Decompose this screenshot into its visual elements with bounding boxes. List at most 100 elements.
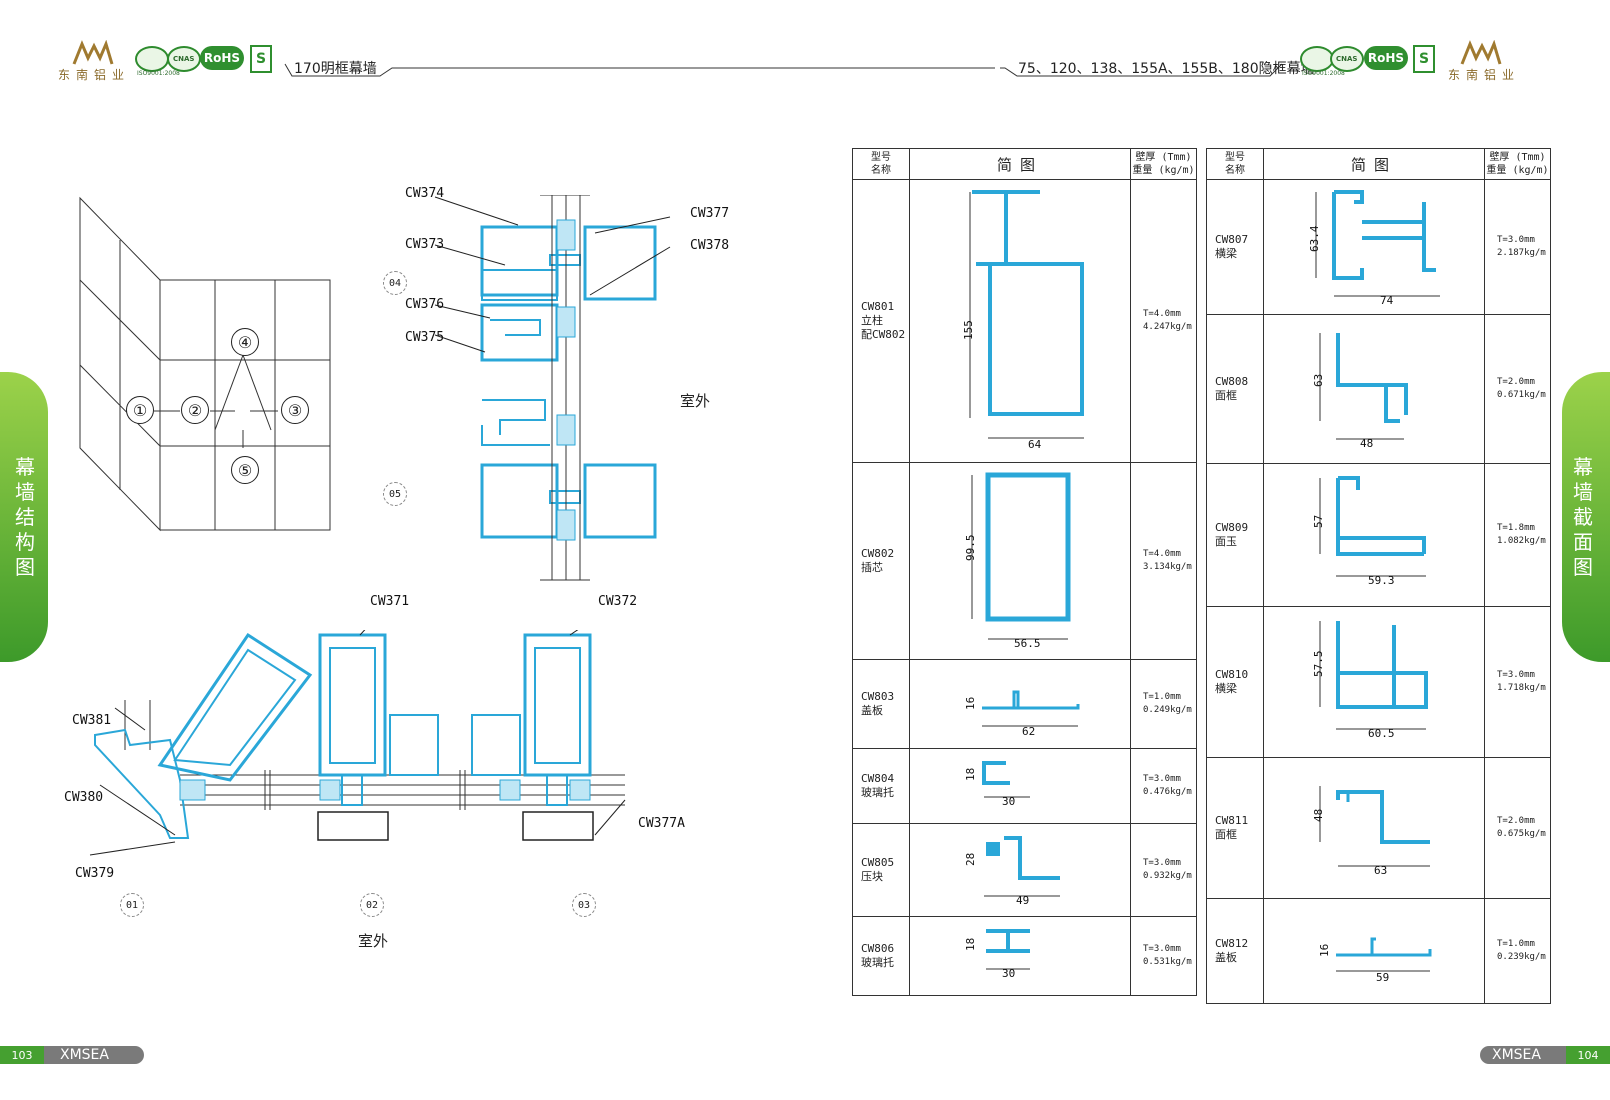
weight-cw809: 1.082kg/m bbox=[1497, 536, 1546, 546]
weight-cw801: 4.247kg/m bbox=[1143, 322, 1192, 332]
label-cw372: CW372 bbox=[598, 594, 638, 609]
name-cw805: 压块 bbox=[861, 870, 883, 883]
code-cw809: CW809 bbox=[1215, 521, 1249, 534]
right-footer-brand: XMSEA bbox=[1480, 1046, 1572, 1064]
dim-cw803-height: 16 bbox=[964, 696, 977, 710]
name-cw809: 面玉 bbox=[1215, 535, 1237, 548]
thickness-cw808: T=2.0mm bbox=[1497, 377, 1535, 387]
section-id-03: 03 bbox=[572, 893, 596, 917]
label-cw373: CW373 bbox=[405, 237, 445, 252]
label-cw375: CW375 bbox=[405, 330, 445, 345]
drawing-cw802: 99.5 56.5 bbox=[909, 462, 1131, 660]
label-cw371: CW371 bbox=[370, 594, 410, 609]
callout-1: ① bbox=[126, 396, 154, 424]
code-cw801: CW801 bbox=[861, 300, 895, 313]
rohs-badge-right: RoHS bbox=[1364, 46, 1408, 70]
dim-cw809-width: 59.3 bbox=[1368, 574, 1395, 587]
dim-cw802-height: 99.5 bbox=[964, 534, 977, 562]
dim-cw810-width: 60.5 bbox=[1368, 727, 1395, 740]
brand-name-left: 东南铝业 bbox=[58, 68, 131, 82]
callout-3: ③ bbox=[281, 396, 309, 424]
label-cw374: CW374 bbox=[405, 186, 445, 201]
dim-cw811-width: 63 bbox=[1374, 864, 1388, 877]
note-cw801: 配CW802 bbox=[861, 328, 906, 341]
thickness-cw801: T=4.0mm bbox=[1143, 309, 1181, 319]
cnas-cert-icon-right bbox=[1330, 46, 1364, 72]
outside-label-top: 室外 bbox=[680, 392, 711, 410]
name-cw807: 横梁 bbox=[1215, 247, 1237, 260]
cnas-cert-icon bbox=[167, 46, 201, 72]
dim-cw810-height: 57.5 bbox=[1312, 650, 1325, 678]
weight-cw803: 0.249kg/m bbox=[1143, 705, 1192, 715]
weight-cw805: 0.932kg/m bbox=[1143, 871, 1192, 881]
dim-cw812-height: 16 bbox=[1318, 943, 1331, 957]
code-cw808: CW808 bbox=[1215, 375, 1249, 388]
callout-5: ⑤ bbox=[231, 456, 259, 484]
drawing-cw801: 155 64 bbox=[909, 179, 1131, 463]
thickness-cw812: T=1.0mm bbox=[1497, 939, 1535, 949]
horizontal-section-diagram bbox=[89, 630, 626, 856]
table-header-row: 型号 名称 简图 壁厚 (Tmm) 重量 (kg/m) bbox=[852, 148, 1197, 180]
rohs-badge-left: RoHS bbox=[200, 46, 244, 70]
callout-leader-lines bbox=[154, 410, 278, 412]
section-id-01: 01 bbox=[120, 893, 144, 917]
drawing-cw806: 18 30 bbox=[909, 916, 1131, 996]
header-model-right: 型号 bbox=[1225, 152, 1245, 163]
thickness-cw811: T=2.0mm bbox=[1497, 816, 1535, 826]
callout-2: ② bbox=[181, 396, 209, 424]
dim-cw808-height: 63 bbox=[1312, 373, 1325, 387]
iso-cert-text-right: ISO9001:2008 bbox=[1302, 70, 1345, 77]
header-name-right: 名称 bbox=[1225, 165, 1245, 176]
header-model: 型号 bbox=[871, 152, 891, 163]
label-cw378: CW378 bbox=[690, 238, 730, 253]
cnas-cert-text-left: CNAS bbox=[173, 55, 195, 63]
weight-cw804: 0.476kg/m bbox=[1143, 787, 1192, 797]
label-cw380: CW380 bbox=[64, 790, 104, 805]
dim-cw812-width: 59 bbox=[1376, 971, 1390, 984]
dim-cw805-height: 28 bbox=[964, 852, 977, 866]
dim-cw807-width: 74 bbox=[1380, 294, 1394, 307]
table-header-row: 型号 名称 简图 壁厚 (Tmm) 重量 (kg/m) bbox=[1206, 148, 1551, 180]
header-weight-right: 重量 (kg/m) bbox=[1486, 165, 1549, 176]
drawing-cw804: 18 30 bbox=[909, 748, 1131, 824]
label-cw377: CW377 bbox=[690, 206, 730, 221]
dim-cw807-height: 63.4 bbox=[1308, 225, 1321, 253]
code-cw802: CW802 bbox=[861, 547, 895, 560]
thickness-cw810: T=3.0mm bbox=[1497, 670, 1535, 680]
name-cw810: 横梁 bbox=[1215, 682, 1237, 695]
name-cw801: 立柱 bbox=[861, 314, 883, 327]
code-cw806: CW806 bbox=[861, 942, 895, 955]
quality-mark-icon-right: S bbox=[1413, 45, 1435, 73]
header-line-right bbox=[1000, 63, 1283, 77]
header-drawing-right: 简图 bbox=[1263, 148, 1485, 180]
thickness-cw803: T=1.0mm bbox=[1143, 692, 1181, 702]
header-weight: 重量 (kg/m) bbox=[1132, 165, 1195, 176]
dim-cw806-height: 18 bbox=[964, 937, 977, 951]
code-cw804: CW804 bbox=[861, 772, 895, 785]
vertical-section-leaders bbox=[434, 196, 671, 353]
thickness-cw809: T=1.8mm bbox=[1497, 523, 1535, 533]
header-line-left bbox=[284, 63, 995, 77]
dim-cw801-width: 64 bbox=[1028, 438, 1042, 451]
header-thickness-right: 壁厚 (Tmm) bbox=[1489, 152, 1546, 163]
code-cw811: CW811 bbox=[1215, 814, 1249, 827]
label-cw381: CW381 bbox=[72, 713, 112, 728]
right-page-number: 104 bbox=[1566, 1046, 1610, 1064]
code-cw810: CW810 bbox=[1215, 668, 1249, 681]
section-id-02: 02 bbox=[360, 893, 384, 917]
dim-cw805-width: 49 bbox=[1016, 894, 1030, 907]
name-cw802: 插芯 bbox=[861, 561, 883, 574]
quality-mark-icon: S bbox=[250, 45, 272, 73]
name-cw803: 盖板 bbox=[861, 704, 883, 717]
drawing-cw810: 57.5 60.5 bbox=[1263, 606, 1485, 758]
